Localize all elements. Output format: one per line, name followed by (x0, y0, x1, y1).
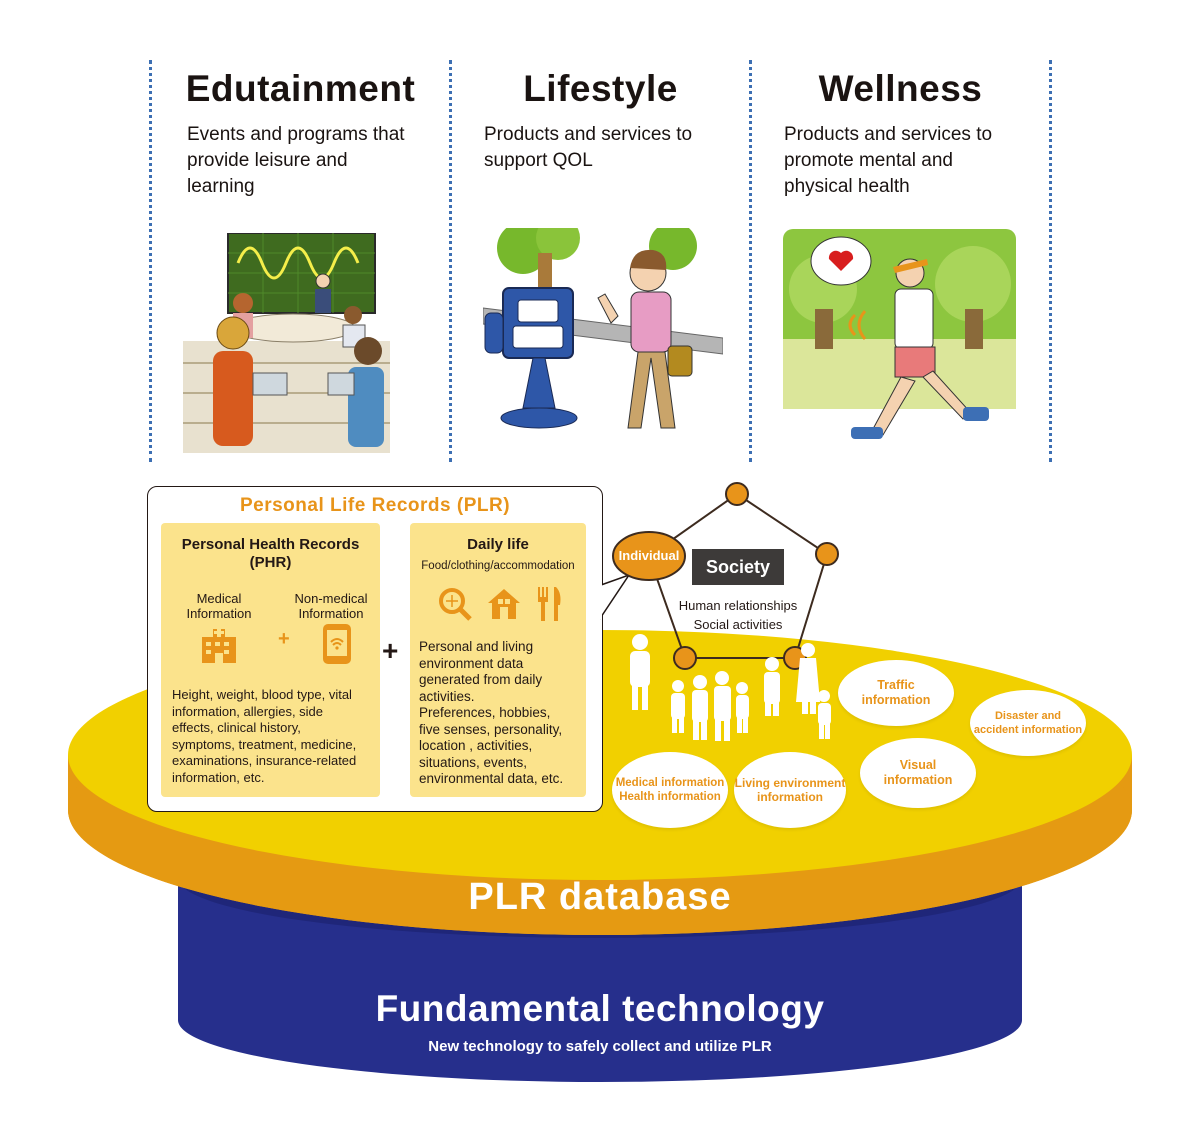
lifestyle-description: Products and services to support QOL (484, 124, 693, 171)
wellness-description: Products and services to promote mental … (784, 124, 993, 197)
plr-join-plus: + (382, 635, 399, 666)
house-icon (488, 589, 520, 619)
plr-database-label: PLR database (468, 876, 732, 918)
smartphone-icon (323, 624, 351, 664)
fork-knife-icon (538, 587, 561, 621)
daily-life-subtitle: Food/clothing/accommodation (421, 560, 575, 572)
robot-walk-illustration (483, 228, 723, 429)
daily-life-title: Daily life (467, 536, 529, 553)
phr-plus: + (278, 628, 290, 650)
people-silhouettes (630, 634, 831, 741)
edutainment-title: Edutainment (185, 68, 416, 109)
column-divider (149, 60, 152, 462)
phr-title: Personal Health Records (PHR) (181, 536, 360, 571)
classroom-illustration (183, 233, 390, 453)
magnifier-icon (439, 588, 472, 621)
individual-node-label: Individual (618, 548, 680, 563)
fundamental-technology-title: Fundamental technology (375, 988, 825, 1029)
column-divider (1049, 60, 1052, 462)
column-divider (449, 60, 452, 462)
lifestyle-title: Lifestyle (523, 68, 678, 109)
plr-panel: Personal Life Records (PLR) Personal Hea… (147, 486, 603, 812)
hospital-icon (202, 627, 236, 663)
wellness-title: Wellness (818, 68, 983, 109)
plr-title: Personal Life Records (PLR) (239, 495, 511, 516)
fundamental-technology-subtitle: New technology to safely collect and uti… (428, 1038, 772, 1055)
callout-pointer (595, 575, 630, 620)
runner-illustration (783, 229, 1016, 439)
daily-life-panel: Daily life Food/clothing/accommodation P… (410, 523, 586, 797)
society-label: Society (692, 549, 784, 585)
column-divider (749, 60, 752, 462)
edutainment-description: Events and programs that provide leisure… (187, 124, 405, 197)
